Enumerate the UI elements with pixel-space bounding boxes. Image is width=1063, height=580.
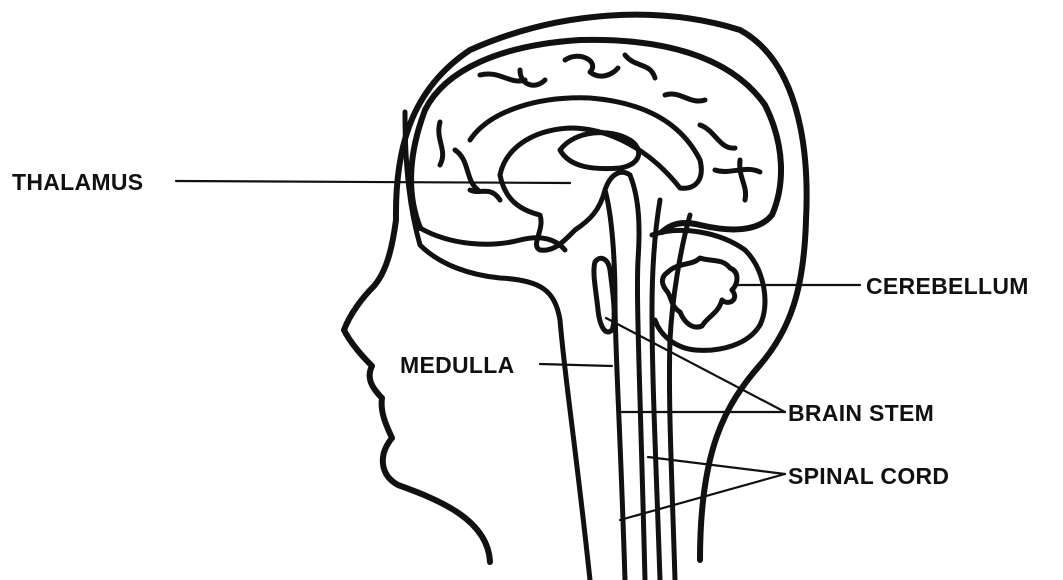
gyrus-4 — [520, 70, 545, 85]
gyrus-10 — [740, 160, 746, 200]
cerebrum-inner-fold — [420, 228, 565, 250]
midbrain-outline — [605, 190, 625, 580]
gyrus-7 — [665, 94, 705, 101]
corpus-callosum — [470, 98, 701, 188]
thalamus-pointer-line — [176, 181, 570, 183]
gyrus-11 — [470, 190, 500, 200]
label-brain-stem: BRAIN STEM — [788, 400, 934, 426]
gyrus-1 — [439, 122, 443, 165]
cerebrum-outline — [411, 40, 781, 232]
gyrus-9 — [715, 169, 760, 172]
fornix-loop — [560, 133, 639, 169]
label-cerebellum: CEREBELLUM — [866, 273, 1029, 299]
label-thalamus: THALAMUS — [12, 169, 143, 195]
label-spinal-cord: SPINAL CORD — [788, 463, 949, 489]
gyrus-2 — [455, 150, 478, 190]
brainstem-line-1 — [652, 200, 660, 580]
gyrus-6 — [625, 55, 655, 78]
gyrus-5 — [565, 56, 618, 76]
label-medulla: MEDULLA — [400, 352, 515, 378]
medulla-pointer-line — [540, 364, 612, 366]
gyrus-8 — [700, 125, 735, 148]
midbrain-inner — [630, 175, 645, 580]
spinal-cord-pointer-line-1 — [648, 457, 785, 474]
